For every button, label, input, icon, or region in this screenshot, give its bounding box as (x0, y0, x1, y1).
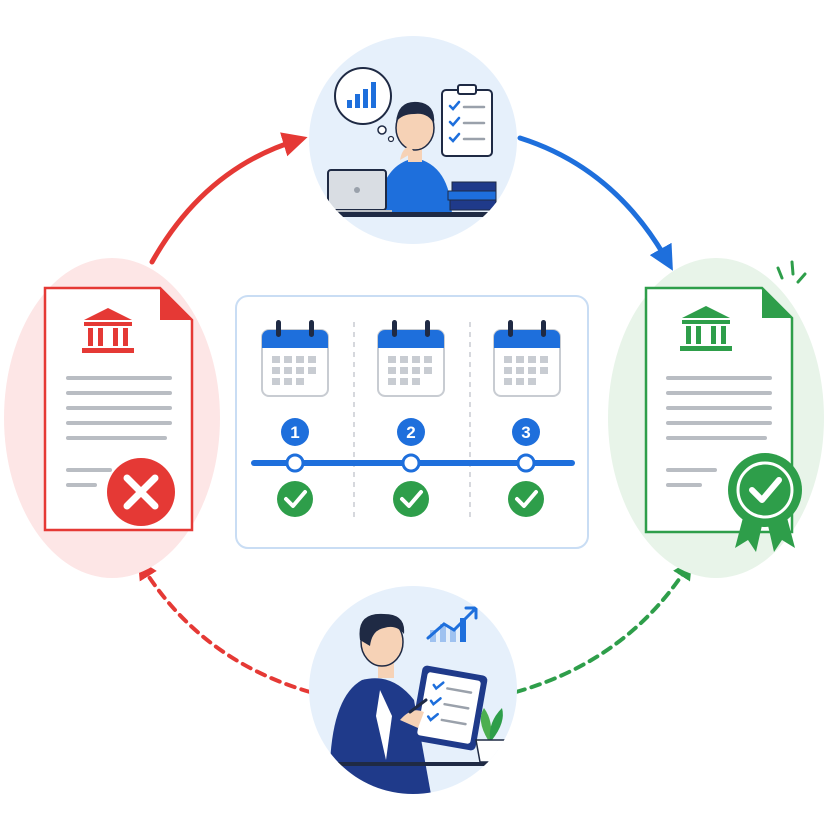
step-number-badge (281, 418, 309, 446)
bank-icon (82, 308, 134, 353)
clipboard-checklist-icon (410, 665, 488, 751)
check-icon (277, 481, 313, 517)
timeline-node (401, 453, 421, 473)
growth-chart-icon (426, 606, 478, 642)
node-analysis (309, 36, 517, 244)
step-number-badge (512, 418, 540, 446)
document-text-lines (66, 376, 172, 487)
arrow-bottom-to-right (514, 559, 693, 694)
calendar-icon (377, 320, 445, 397)
timeline-panel: 1 2 (235, 295, 589, 549)
person-analyzing-chart-icon (318, 67, 508, 217)
timeline-step-1: 1 (261, 320, 329, 517)
sparkle-lines (776, 260, 807, 284)
bank-icon (680, 306, 732, 351)
timeline-dividers (353, 322, 471, 520)
check-icon (508, 481, 544, 517)
thought-bubble-chart-icon (334, 67, 395, 143)
x-mark-icon (107, 458, 175, 526)
calendar-icon (493, 320, 561, 397)
check-icon (393, 481, 429, 517)
arrow-bottom-to-left (137, 559, 312, 694)
timeline-step-2: 2 (377, 320, 445, 517)
laptop-icon (322, 169, 392, 215)
award-ribbon-icon (728, 453, 802, 552)
step-number: 3 (521, 423, 530, 442)
arrow-left-to-top (149, 132, 308, 265)
step-number: 2 (406, 423, 415, 442)
clipboard-checklist-icon (441, 84, 493, 157)
arrow-top-to-right (517, 135, 673, 271)
document-text-lines (666, 376, 772, 487)
node-review (309, 586, 517, 794)
rejected-document-icon (43, 286, 194, 532)
calendar-icon (261, 320, 329, 397)
person-reviewing-checklist-icon (309, 606, 517, 794)
cycle-arrows (137, 132, 693, 694)
node-approved (608, 258, 824, 578)
books-icon (447, 181, 497, 211)
step-number-badge (397, 418, 425, 446)
step-number: 1 (290, 423, 299, 442)
timeline-node (285, 453, 305, 473)
timeline-node (516, 453, 536, 473)
timeline-step-3: 3 (493, 320, 561, 517)
node-rejected (4, 258, 220, 578)
approved-document-icon (644, 260, 807, 552)
